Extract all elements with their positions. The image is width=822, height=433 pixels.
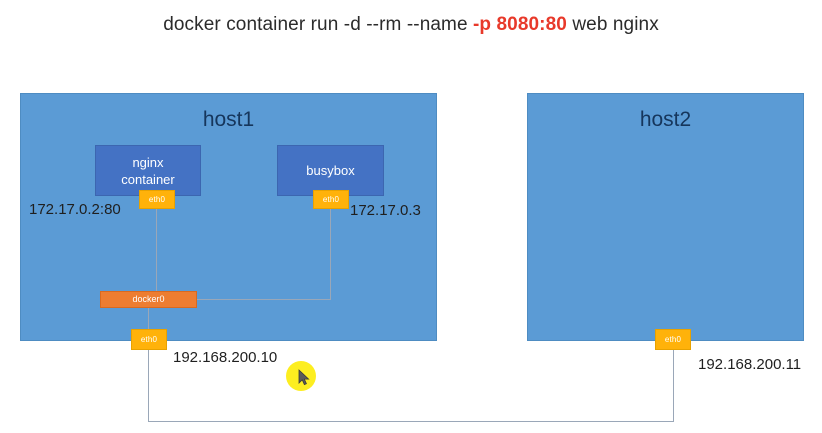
host1-ip-label: 192.168.200.10 xyxy=(173,349,278,366)
busybox-ip-label: 172.17.0.3 xyxy=(350,202,421,219)
network-bus-line xyxy=(148,421,674,422)
nginx-container-label: nginx container xyxy=(121,154,175,187)
command-title: docker container run -d --rm --name -p 8… xyxy=(0,12,822,38)
host1-eth0-badge: eth0 xyxy=(131,329,167,350)
busybox-container-box: busybox xyxy=(277,145,384,196)
command-suffix: web nginx xyxy=(566,14,659,35)
connector-host2-to-network-bus xyxy=(673,350,674,422)
connector-busybox-to-bridge xyxy=(196,299,331,300)
mouse-pointer-icon xyxy=(298,369,310,386)
busybox-eth0-badge: eth0 xyxy=(313,190,349,209)
connector-busybox-down xyxy=(330,209,331,299)
connector-host1-to-network-bus xyxy=(148,350,149,422)
command-prefix: docker container run -d --rm --name xyxy=(163,14,473,35)
docker0-bridge-label: docker0 xyxy=(100,291,197,308)
host2-eth0-badge: eth0 xyxy=(655,329,691,350)
host2-title: host2 xyxy=(639,108,692,131)
nginx-container-box: nginx container xyxy=(95,145,201,196)
command-highlight-port-flag: -p 8080:80 xyxy=(473,14,567,35)
connector-nginx-to-bridge xyxy=(156,209,157,292)
connector-bridge-to-host1-eth0 xyxy=(148,307,149,330)
nginx-eth0-badge: eth0 xyxy=(139,190,175,209)
host2-ip-label: 192.168.200.11 xyxy=(698,356,802,373)
nginx-ip-label: 172.17.0.2:80 xyxy=(29,201,121,218)
host1-title: host1 xyxy=(202,108,255,131)
busybox-container-label: busybox xyxy=(306,163,355,178)
host2-box: host2 xyxy=(527,93,804,341)
